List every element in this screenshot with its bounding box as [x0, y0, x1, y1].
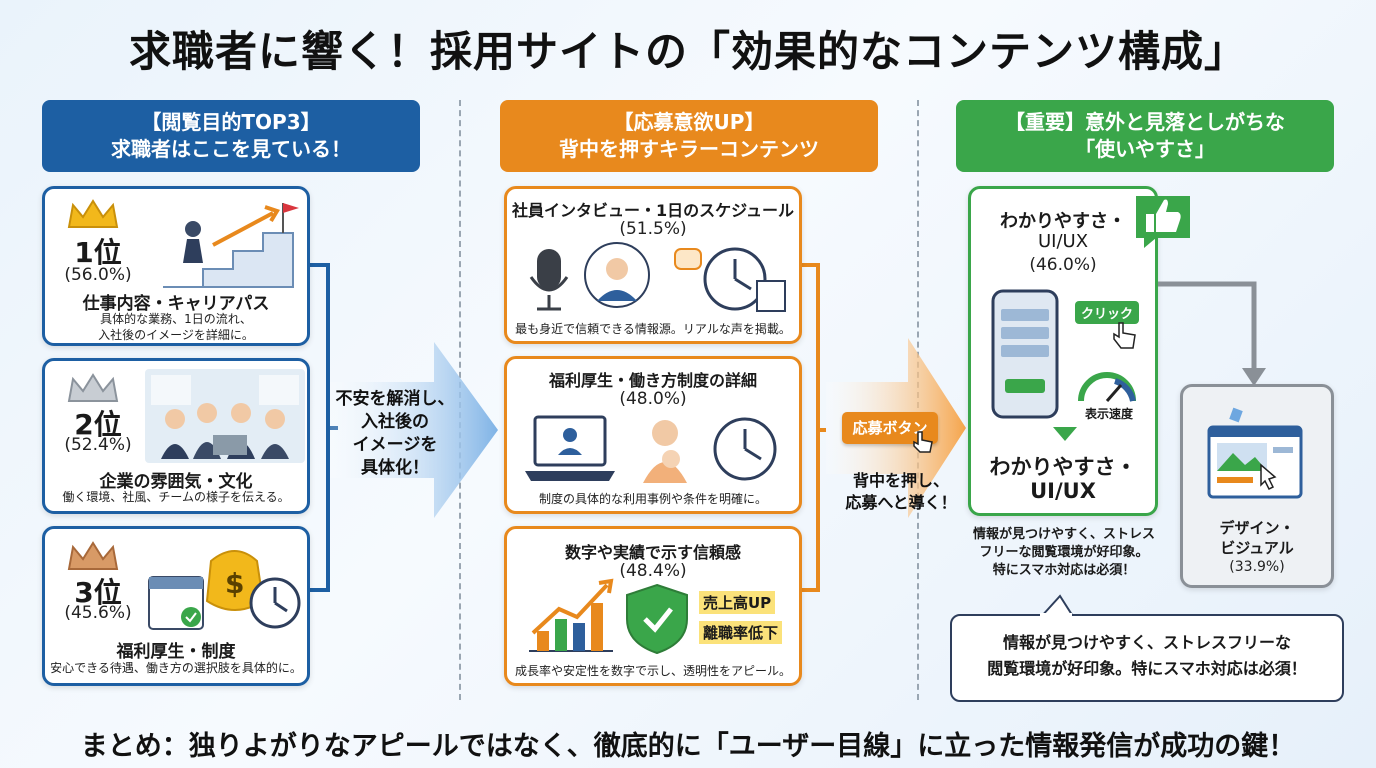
rank1-desc-line1: 具体的な業務、1日の流れ、 [100, 312, 252, 326]
summary-text: まとめ：独りよがりなアピールではなく、徹底的に「ユーザー目線」に立った情報発信が… [80, 731, 1296, 762]
click-hand-icon [1113, 322, 1136, 349]
rank2-title: 企業の雰囲気・文化 [99, 472, 253, 492]
rank1-label: 1位 [74, 236, 122, 269]
thumbs-up-icon [1136, 196, 1190, 248]
uiux-card: わかりやすさ・ UI/UX (46.0%) クリック 表示速度 わかりやすさ・ … [968, 186, 1158, 516]
rank1-desc: 具体的な業務、1日の流れ、 入社後のイメージを詳細に。 [45, 311, 307, 343]
col3-header-line2: 「使いやすさ」 [1075, 137, 1215, 161]
rank1-pct: (56.0%) [64, 265, 132, 285]
big-arrow-1 [330, 342, 498, 518]
svg-text:$: $ [225, 567, 244, 600]
arrow1-line1: 不安を解消し、 [335, 389, 455, 409]
col2-header-line1: 【応募意欲UP】 [613, 110, 765, 134]
rank2-card: 2位 (52.4%) 企業の雰囲気・文化 働く環境、社風、チームの様子を伝える。 [42, 358, 310, 514]
smartphone-icon [991, 289, 1059, 419]
uiux-title-line1: わかりやすさ・ [1000, 211, 1126, 232]
arrow2-text: 背中を押し、 応募へと導く！ [826, 470, 976, 513]
col2-bracket [800, 263, 826, 592]
rank3-title: 福利厚生・制度 [116, 642, 236, 662]
interview-desc: 最も身近で信頼できる情報源。リアルな声を掲載。 [515, 322, 791, 336]
col1-header-line2: 求職者はここを見ている！ [111, 137, 351, 161]
arrow1-line4: 具体化！ [361, 457, 429, 478]
arrow1-line3: イメージを [352, 434, 438, 455]
col2-header: 【応募意欲UP】 背中を押すキラーコンテンツ [500, 100, 878, 172]
bubble-tail-cover [1040, 613, 1072, 617]
col2-header-line2: 背中を押すキラーコンテンツ [559, 137, 819, 161]
col1-header: 【閲覧目的TOP3】 求職者はここを見ている！ [42, 100, 420, 172]
col1-header-line1: 【閲覧目的TOP3】 [141, 110, 321, 134]
silver-crown-icon [67, 373, 119, 402]
rank1-title: 仕事内容・キャリアパス [82, 294, 270, 314]
col3-header: 【重要】意外と見落としがちな 「使いやすさ」 [956, 100, 1334, 172]
arrow2-line2: 応募へと導く！ [845, 492, 957, 512]
career-stairs-icon [163, 203, 299, 288]
pointer-hand-icon [913, 431, 933, 453]
uiux-note-line2: フリーな閲覧環境が好印象。 [979, 545, 1149, 561]
col3-header-line1: 【重要】意外と見落としがちな [1005, 110, 1285, 134]
trust-numbers-desc: 成長率や安定性を数字で示し、透明性をアピール。 [514, 664, 791, 678]
uiux-note: 情報が見つけやすく、ストレス フリーな閲覧環境が好印象。 特にスマホ対応は必須！ [964, 526, 1164, 581]
rank2-pct: (52.4%) [64, 435, 132, 455]
bronze-crown-icon [67, 541, 119, 570]
trust-numbers-pct: (48.4%) [619, 561, 687, 581]
down-triangle-icon [1053, 427, 1077, 441]
uiux-pct: (46.0%) [1029, 255, 1097, 275]
interview-pct: (51.5%) [619, 219, 687, 239]
arrow1-text: 不安を解消し、 入社後の イメージを 具体化！ [335, 388, 455, 480]
turnover-down-badge: 離職率低下 [699, 621, 783, 644]
team-photo-icon [145, 369, 305, 463]
bubble-line2: 閲覧環境が好印象。特にスマホ対応は必須！ [987, 658, 1307, 678]
speed-gauge-icon [1078, 372, 1136, 402]
rank3-card: 3位 (45.6%) $ 福利厚生・制度 安心できる待遇、働き方の選択肢を具体的… [42, 526, 310, 686]
benefits-icon: $ [148, 550, 301, 630]
growth-chart-icon [529, 578, 688, 655]
uiux-big-line1: わかりやすさ・ [989, 455, 1137, 479]
welfare-detail-title: 福利厚生・働き方制度の詳細 [548, 371, 757, 390]
bubble-line1: 情報が見つけやすく、ストレスフリーな [1002, 633, 1291, 652]
trust-numbers-card: 数字や実績で示す信頼感 (48.4%) 売上高UP 離職率低下 成長率や安定性を… [504, 526, 802, 686]
uiux-note-line3: 特にスマホ対応は必須！ [992, 563, 1136, 579]
trust-numbers-title: 数字や実績で示す信頼感 [564, 543, 741, 562]
uiux-title-line2: UI/UX [1037, 231, 1089, 252]
arrow2-line1: 背中を押し、 [852, 471, 949, 490]
rank1-card: 1位 (56.0%) 仕事内容・キャリアパス 具体的な業務、1日の流れ、 入社後… [42, 186, 310, 346]
arrow1-line2: 入社後の [361, 411, 429, 432]
rank1-desc-line2: 入社後のイメージを詳細に。 [98, 328, 254, 343]
uiux-big-line2: UI/UX [1030, 479, 1096, 503]
rank2-label: 2位 [74, 408, 122, 441]
interview-icons [529, 242, 786, 312]
welfare-detail-desc: 制度の具体的な利用事例や条件を明確に。 [538, 492, 767, 506]
speech-bubble: 情報が見つけやすく、ストレスフリーな 閲覧環境が好印象。特にスマホ対応は必須！ [950, 614, 1344, 702]
welfare-detail-pct: (48.0%) [619, 389, 687, 409]
design-pct: (33.9%) [1229, 559, 1285, 575]
rank2-desc: 働く環境、社風、チームの様子を伝える。 [62, 490, 290, 504]
uiux-note-line1: 情報が見つけやすく、ストレス [972, 527, 1155, 542]
speed-label: 表示速度 [1084, 407, 1133, 421]
interview-title: 社員インタビュー・1日のスケジュール [511, 201, 794, 220]
design-card: デザイン・ ビジュアル (33.9%) [1180, 384, 1334, 588]
sales-up-badge: 売上高UP [699, 591, 776, 614]
welfare-detail-card: 福利厚生・働き方制度の詳細 (48.0%) 制度の具体的な利用事例や条件を明確に… [504, 356, 802, 514]
gold-crown-icon [67, 199, 119, 228]
interview-card: 社員インタビュー・1日のスケジュール (51.5%) 最も身近で信頼できる情報源… [504, 186, 802, 344]
click-button[interactable]: クリック [1075, 301, 1140, 324]
design-title-line2: ビジュアル [1220, 539, 1294, 557]
rank3-label: 3位 [74, 576, 122, 609]
gray-connector-arrow [1158, 281, 1266, 386]
rank3-pct: (45.6%) [64, 603, 132, 623]
remote-work-icons [525, 415, 777, 483]
design-visual-icon [1207, 407, 1303, 499]
rank3-desc: 安心できる待遇、働き方の選択肢を具体的に。 [50, 661, 302, 675]
page-title: 求職者に響く！採用サイトの「効果的なコンテンツ構成」 [128, 27, 1247, 76]
design-title-line1: デザイン・ [1219, 519, 1295, 537]
